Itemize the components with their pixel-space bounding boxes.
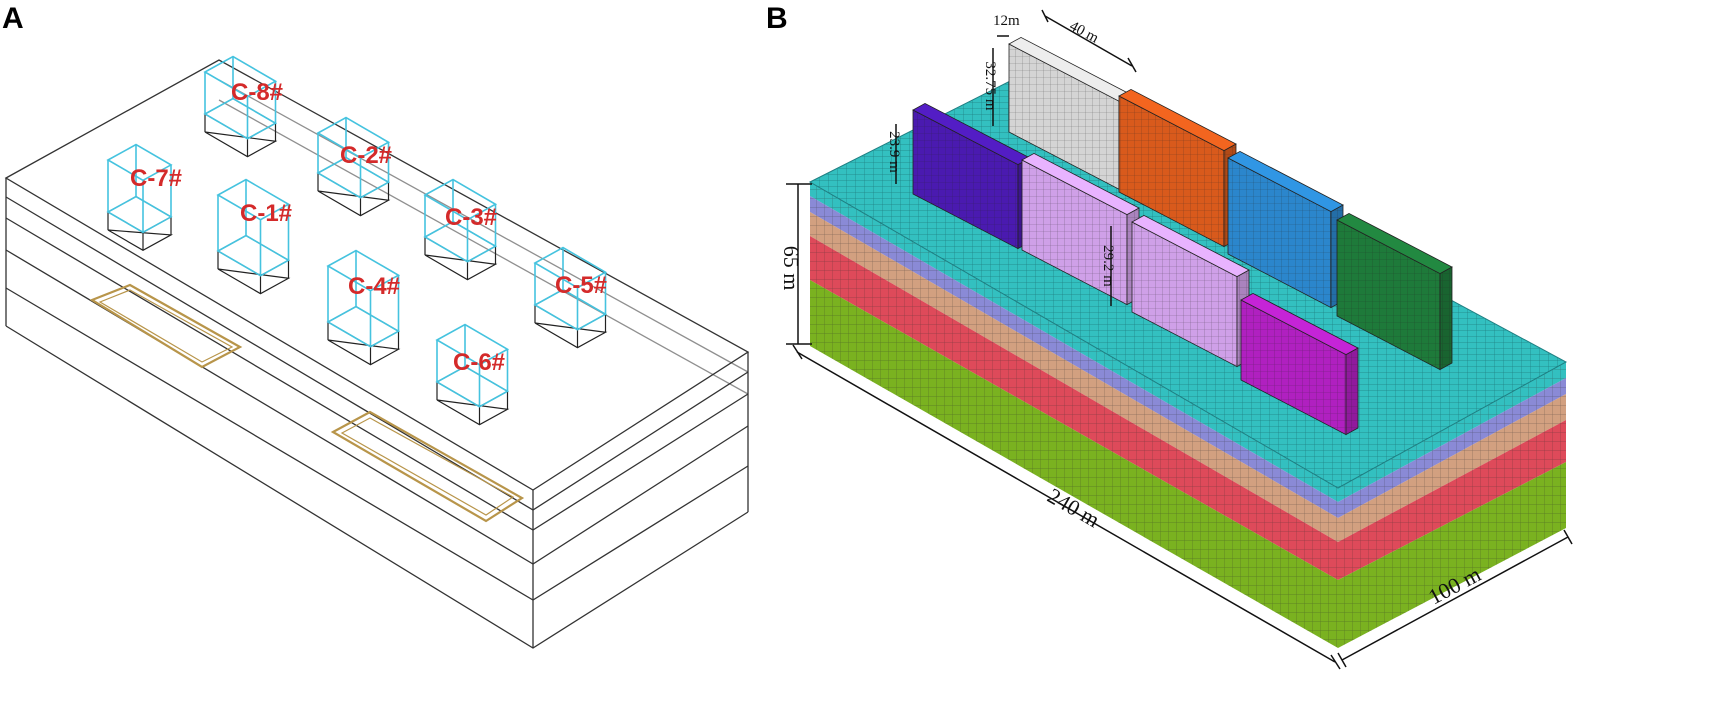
tunnel-right-inner [340,417,515,516]
building-orange [1118,88,1237,248]
building-label-c8: C-8# [231,79,283,106]
panel-a: A C-7#C-8#C-1#C-2#C-4#C-3 [2,2,750,649]
building-c6: C-6# [435,323,510,426]
panel-a-buildings: C-7# C-8# C-1# C-2# C-4# C-3# C-6# C-5# [106,55,608,426]
building-c5: C-5# [533,246,608,349]
building-c2: C-2# [316,116,392,217]
building-green [1336,212,1453,371]
panel-a-letter: A [2,2,24,35]
panel-b-letter: B [766,2,788,35]
building-c8: C-8# [203,55,283,158]
dimension-height-2-label: 23.9 m [886,131,902,173]
building-magenta [1240,292,1359,436]
building-label-c7: C-7# [130,165,182,192]
building-label-c1: C-1# [240,200,292,227]
tunnel-right [330,410,525,523]
building-c7: C-7# [106,143,182,251]
building-c3: C-3# [423,178,498,281]
dimension-depth-label: 65 m [779,246,804,291]
mesh-strata-left [810,182,1338,648]
building-c1: C-1# [216,178,292,295]
tunnel-outlines [89,283,525,523]
panel-b: B [766,2,1573,670]
dimension-thickness-label: 12m [993,13,1020,29]
building-label-c6: C-6# [453,349,505,376]
building-c4: C-4# [326,249,401,366]
mesh-strata-right [1338,362,1566,648]
building-label-c2: C-2# [340,142,392,169]
building-label-c3: C-3# [445,204,497,231]
building-lavender [1021,152,1140,306]
panel-b-buildings [912,36,1453,436]
building-label-c4: C-4# [348,273,400,300]
dimension-height-1-label: 32.75 m [982,61,998,111]
dimension-building-length-label: 40 m [1067,18,1102,47]
dimension-height-3-label: 29.2 m [1100,245,1116,287]
dimension-lines [786,9,1573,670]
tunnel-left-inner [98,289,234,363]
building-label-c5: C-5# [555,272,607,299]
tunnel-left [89,283,243,369]
